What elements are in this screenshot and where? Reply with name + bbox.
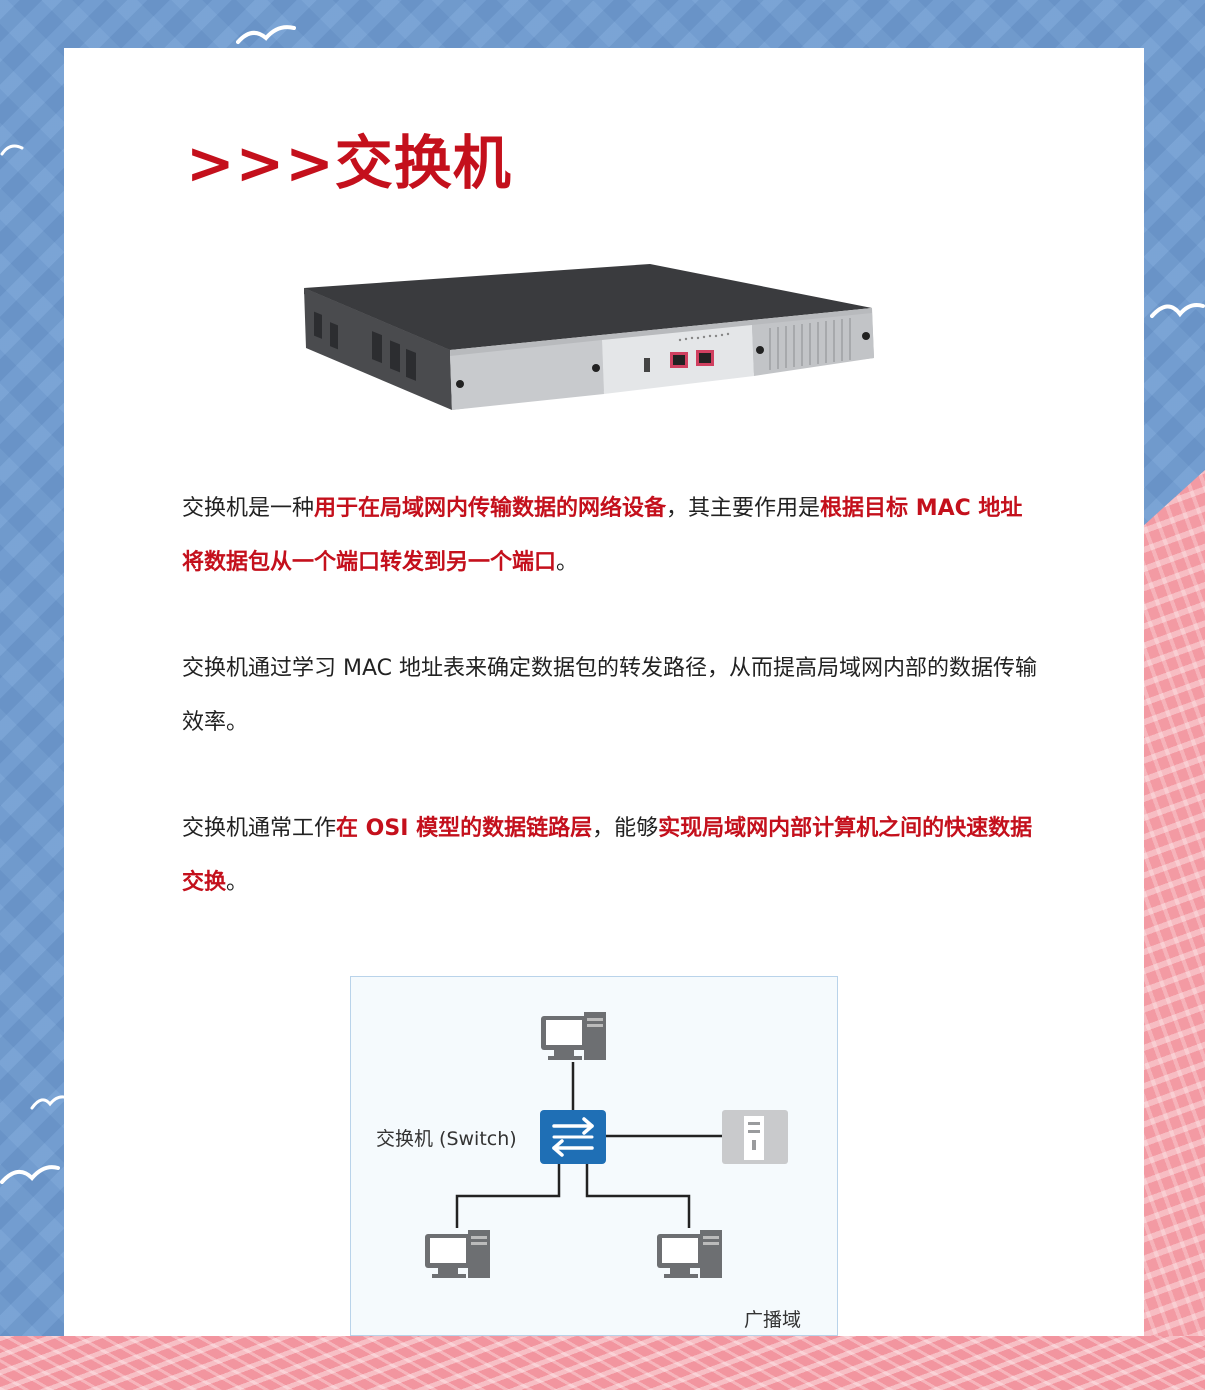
paragraph-3-text: ，能够 <box>592 816 659 841</box>
server-icon <box>722 1110 788 1164</box>
background-pink-texture-right <box>1144 470 1205 1390</box>
paragraph-3-text: 交换机通常工作 <box>182 816 337 841</box>
paragraph-1-text: 交换机是一种 <box>182 496 315 521</box>
switch-device-illustration <box>304 264 874 410</box>
computer-icon <box>657 1230 722 1278</box>
computer-icon <box>425 1230 490 1278</box>
seagull-icon <box>0 144 24 156</box>
paragraph-2-text: 交换机通过学习 MAC 地址表来确定数据包的转发路径，从而提高局域网内部的数据传… <box>182 656 1037 735</box>
switch-icon <box>540 1110 606 1164</box>
seagull-icon <box>1150 303 1205 318</box>
paragraph-3-highlight: 在 OSI 模型的数据链路层 <box>336 816 593 841</box>
seagull-icon <box>236 25 296 44</box>
switch-label: 交换机 (Switch) <box>376 1128 517 1150</box>
paragraph-3-highlight: 实现局域网内部计算机之间的快速数据交换 <box>182 816 1033 895</box>
paragraph-1-highlight: 根据目标 MAC 地址将数据包从一个端口转发到另一个端口 <box>182 496 1023 575</box>
background-pink-texture-bottom <box>0 1336 1205 1390</box>
network-diagram-lines <box>455 1062 722 1228</box>
page-title: >>>交换机 <box>186 129 512 197</box>
paragraph-3-text: 。 <box>226 870 249 895</box>
paragraph-1-text: ，其主要作用是 <box>666 496 821 521</box>
paragraph-1-highlight: 用于在局域网内传输数据的网络设备 <box>314 496 667 521</box>
computer-icon <box>541 1012 606 1060</box>
paragraph-1-text: 。 <box>556 550 579 575</box>
paragraph-2: 交换机通过学习 MAC 地址表来确定数据包的转发路径，从而提高局域网内部的数据传… <box>182 642 1042 750</box>
seagull-icon <box>0 1165 60 1184</box>
paragraph-1: 交换机是一种用于在局域网内传输数据的网络设备，其主要作用是根据目标 MAC 地址… <box>182 482 1042 590</box>
paragraph-3: 交换机通常工作在 OSI 模型的数据链路层，能够实现局域网内部计算机之间的快速数… <box>182 802 1042 910</box>
seagull-icon <box>30 1095 70 1110</box>
broadcast-domain-label: 广播域 <box>744 1309 802 1331</box>
